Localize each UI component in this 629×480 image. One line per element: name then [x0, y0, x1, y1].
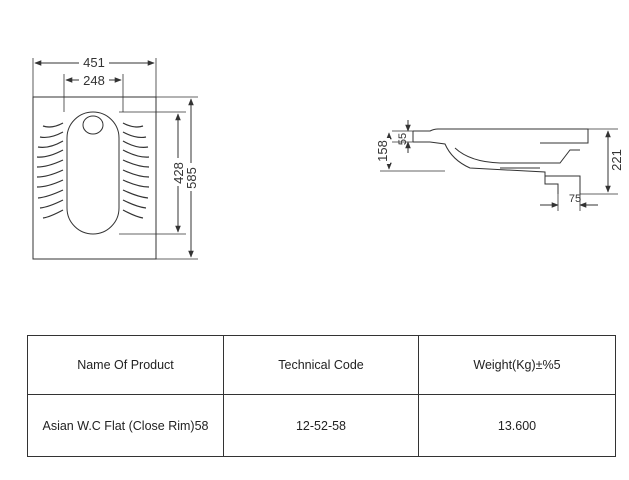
overall-length-label: 585 [184, 167, 199, 189]
side-dim-labels: 158 55 221 75 [375, 133, 624, 205]
rim-top [413, 128, 589, 144]
technical-drawing: 451 248 428 585 158 55 [32, 55, 624, 260]
outlet-offset-label: 75 [569, 193, 581, 205]
cell-weight: 13.600 [418, 394, 616, 457]
plan-dim-labels: 451 248 428 585 [79, 55, 199, 191]
header-weight: Weight(Kg)±%5 [418, 335, 616, 395]
spec-table: Name Of Product Technical Code Weight(Kg… [27, 335, 616, 457]
table-header-row: Name Of Product Technical Code Weight(Kg… [27, 335, 616, 395]
overall-width-label: 451 [83, 55, 105, 70]
header-technical-code: Technical Code [223, 335, 419, 395]
rim-height-label: 55 [397, 133, 409, 145]
plate-outline [32, 96, 157, 260]
inner-length-label: 428 [171, 162, 186, 184]
left-foot-grips [36, 122, 64, 219]
table-row: Asian W.C Flat (Close Rim)58 12-52-58 13… [27, 394, 616, 457]
cell-product-name: Asian W.C Flat (Close Rim)58 [27, 394, 224, 457]
right-foot-grips [122, 122, 150, 219]
total-height-label: 158 [375, 140, 390, 162]
inner-width-label: 248 [83, 73, 105, 88]
cell-technical-code: 12-52-58 [223, 394, 419, 457]
bowl-outline [66, 111, 120, 235]
plan-view [32, 58, 198, 260]
header-product-name: Name Of Product [27, 335, 224, 395]
flush-hole [82, 115, 104, 135]
outlet-height-label: 221 [609, 149, 624, 171]
side-view [380, 120, 618, 211]
